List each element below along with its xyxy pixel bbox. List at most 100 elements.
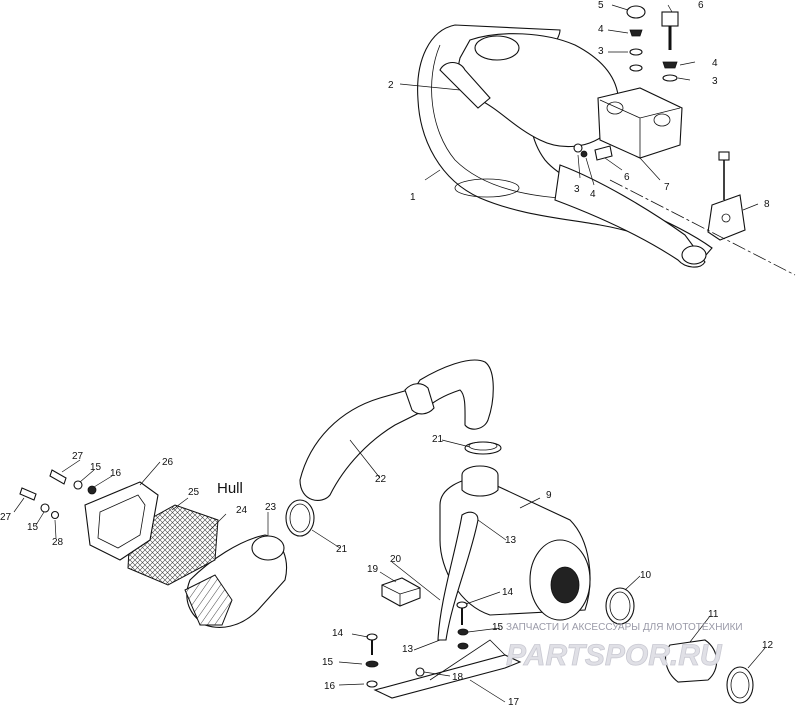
- callout-15c: 15: [492, 622, 504, 633]
- clamp-12-inner: [730, 671, 750, 699]
- nut-4-lower: [580, 150, 588, 158]
- callout-22: 22: [375, 474, 387, 485]
- callout-15b: 15: [27, 522, 39, 533]
- support-bracket-17: [373, 654, 522, 699]
- plate-26-inner: [97, 494, 146, 549]
- callout-4b: 4: [712, 58, 718, 69]
- hose-11: [665, 639, 718, 683]
- washer-15-upper: [73, 480, 83, 490]
- callout-8: 8: [764, 199, 770, 210]
- elbow-23-opening: [251, 535, 285, 561]
- callout-16b: 16: [324, 681, 336, 692]
- callout-15: 15: [90, 462, 102, 473]
- callout-26: 26: [162, 457, 174, 468]
- callout-4: 4: [598, 24, 604, 35]
- callout-27b: 27: [0, 512, 12, 523]
- upper-hose-connector: [439, 61, 491, 109]
- upper-exhaust-assembly: 5 6 4 3 4 2 3 1 3 4 6 7 8: [388, 0, 796, 276]
- callout-12: 12: [762, 640, 774, 651]
- bolt-14-left-head: [366, 633, 378, 641]
- callout-6b: 6: [624, 172, 630, 183]
- ring-28: [50, 510, 60, 520]
- callout-24: 24: [236, 505, 248, 516]
- exhaust-tail-cone: [554, 164, 706, 268]
- callout-3b: 3: [712, 76, 718, 87]
- washer-3-top: [629, 48, 643, 56]
- hull-inner-line: [431, 44, 561, 199]
- manifold-port-left: [606, 101, 624, 115]
- alignment-centerline: [609, 179, 796, 276]
- callout-5: 5: [598, 0, 604, 11]
- callout-11: 11: [708, 609, 719, 620]
- mounting-strap-20: [437, 511, 479, 641]
- bolt-6-head: [661, 11, 679, 27]
- callout-28: 28: [52, 537, 64, 548]
- callout-13: 13: [505, 535, 517, 546]
- callout-2: 2: [388, 80, 394, 91]
- muffler-outlet-hole: [550, 566, 580, 604]
- manifold-port-right: [653, 113, 671, 127]
- tail-cone-opening: [681, 245, 707, 265]
- support-bracket-arm: [429, 639, 506, 681]
- callout-23: 23: [265, 502, 277, 513]
- leader-lines-bottom: [13, 439, 766, 703]
- callout-17: 17: [508, 697, 520, 708]
- washer-15-lower: [40, 503, 50, 513]
- callout-20: 20: [390, 554, 402, 565]
- callout-16: 16: [110, 468, 122, 479]
- callout-21b: 21: [432, 434, 444, 445]
- callout-13b: 13: [402, 644, 414, 655]
- callout-6: 6: [698, 0, 704, 11]
- nut-16-upper: [87, 485, 97, 495]
- callout-15d: 15: [322, 657, 334, 668]
- washer-3-right: [662, 74, 678, 82]
- bolt-27-upper: [49, 469, 67, 485]
- stud-6-lower: [594, 145, 613, 161]
- hull-vent-oval: [454, 178, 520, 198]
- washer-4-top: [629, 29, 643, 37]
- clamp-21-upper-inner: [468, 441, 498, 451]
- cap-nut-5: [626, 5, 646, 19]
- watermark: ЗАПЧАСТИ И АКСЕССУАРЫ ДЛЯ МОТОТЕХНИКИ PA…: [506, 622, 743, 672]
- nut-16-right: [457, 642, 469, 650]
- nut-4-right: [662, 61, 678, 69]
- elbow-coupler-band: [404, 383, 435, 415]
- watermark-logo: PARTSPOR.RU: [506, 639, 723, 672]
- callout-4c: 4: [590, 189, 596, 200]
- callout-21: 21: [336, 544, 348, 555]
- muffler-inlet-tube: [461, 475, 499, 497]
- washer-15-right: [457, 628, 469, 636]
- callout-3c: 3: [574, 184, 580, 195]
- nut-16-left: [366, 680, 378, 688]
- clamp-10: [605, 587, 635, 625]
- washer-3-lower: [573, 143, 583, 153]
- washer-3-top-b: [629, 64, 643, 72]
- clamp-10-inner: [609, 591, 631, 621]
- washer-15-left: [365, 660, 379, 668]
- hose-24-hatched: [184, 574, 233, 626]
- callout-14b: 14: [332, 628, 344, 639]
- clamp-21-lower: [285, 499, 315, 537]
- exhaust-pipe-outlet: [474, 35, 520, 61]
- leader-lines-top: [399, 4, 759, 211]
- callout-10: 10: [640, 570, 652, 581]
- bracket-bolt-head: [718, 151, 730, 161]
- component-box-19: [381, 577, 421, 607]
- callout-25: 25: [188, 487, 200, 498]
- callout-3: 3: [598, 46, 604, 57]
- callout-9: 9: [546, 490, 552, 501]
- callout-18: 18: [452, 672, 464, 683]
- manifold-top-face: [599, 99, 681, 158]
- watermark-tagline: ЗАПЧАСТИ И АКСЕССУАРЫ ДЛЯ МОТОТЕХНИКИ: [506, 622, 743, 633]
- component-box-top: [381, 584, 421, 606]
- callout-14: 14: [502, 587, 514, 598]
- bolt-27-lower: [19, 487, 37, 501]
- bolt-14-right-head: [456, 601, 468, 609]
- mounting-bracket: [707, 194, 746, 241]
- pin-18: [415, 667, 425, 677]
- lower-exhaust-assembly: 27 15 16 26 25 24 27 15 28 23 21 22 21 9…: [0, 359, 774, 708]
- bracket-bolt-hole: [721, 213, 731, 223]
- callout-27: 27: [72, 451, 84, 462]
- callout-19: 19: [367, 564, 379, 575]
- callout-7: 7: [664, 182, 670, 193]
